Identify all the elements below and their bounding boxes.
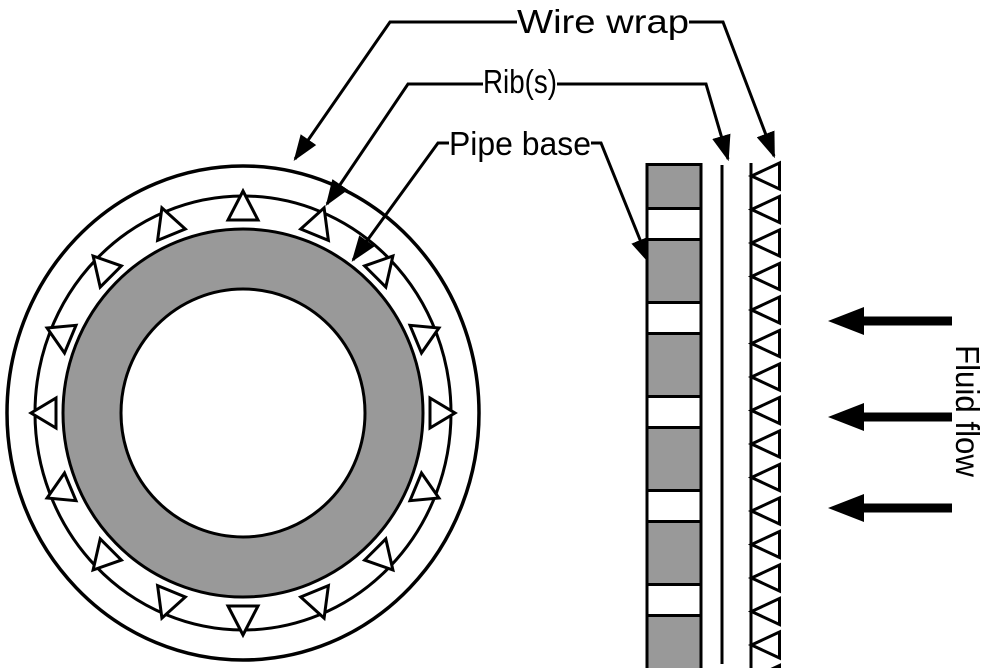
wire-turn-triangle: [747, 361, 781, 393]
leader-pipe-base-right: [591, 141, 651, 265]
pipe-cross-section: [5, 164, 481, 662]
fluid-flow-label: Fluid flow: [949, 345, 986, 477]
rib-triangle: [297, 204, 331, 243]
wire-turn-triangle: [747, 428, 781, 460]
wire-turn-triangle: [770, 663, 781, 668]
wire-turn-triangle: [747, 328, 781, 359]
rib-triangle: [91, 535, 125, 573]
pipe-base-segment: [645, 238, 703, 304]
rib-triangle: [28, 395, 58, 431]
fluid-arrow: [828, 494, 952, 522]
rib-triangle: [44, 469, 79, 503]
pipe-base-label: Pipe base: [449, 125, 591, 162]
fluid-arrow: [828, 403, 952, 431]
fluid-arrow: [828, 307, 952, 335]
rib-triangle: [428, 395, 458, 431]
wire-turn-triangle: [747, 160, 781, 192]
pipe-base-segment: [645, 520, 703, 586]
wire-wrap-outer-ring: [5, 164, 481, 662]
wire-turn-triangle: [747, 395, 781, 426]
leader-wire-wrap-left: [293, 20, 517, 161]
wire-turn-triangle: [747, 495, 781, 527]
rib-triangle: [155, 583, 189, 622]
rib-triangle: [361, 535, 395, 573]
pipe-base-segment: [645, 426, 703, 492]
pipe-base-segment: [645, 332, 703, 398]
rib-triangle: [225, 604, 261, 639]
rib-triangle: [407, 323, 442, 357]
wire-turn-triangle: [747, 294, 781, 326]
pipe-bore: [119, 287, 367, 539]
wire-turn-triangle: [747, 629, 781, 661]
wire-turn-triangle: [747, 261, 781, 292]
leader-ribs-right: [557, 82, 731, 162]
side-view: [645, 160, 781, 668]
wire-turn-triangle: [747, 529, 781, 560]
leader-wire-wrap-right: [689, 20, 776, 159]
rib-triangle: [91, 253, 125, 291]
wire-wrap-column: [747, 160, 781, 668]
wire-turn-triangle: [747, 562, 781, 594]
ribs-label: Rib(s): [483, 63, 557, 100]
leader-pipe-base-left: [351, 141, 449, 262]
rib-triangle: [225, 187, 261, 222]
wire-turn-triangle: [747, 227, 781, 259]
leader-ribs-left: [325, 82, 483, 206]
fluid-arrows: [828, 307, 952, 522]
rib-triangles: [28, 187, 458, 639]
pipe-base-segment: [645, 163, 703, 210]
wire-turn-triangle: [747, 462, 781, 493]
labels-and-leaders: Wire wrap Rib(s) Pipe base: [293, 3, 776, 265]
wire-turn-triangle: [747, 194, 781, 225]
rib-triangle: [155, 204, 189, 243]
rib-triangle: [407, 469, 442, 503]
wire-turn-triangle: [747, 596, 781, 627]
wire-wrap-label: Wire wrap: [517, 3, 689, 40]
rib-triangle: [361, 253, 395, 291]
pipe-base-column: [645, 163, 703, 668]
rib-triangle: [297, 583, 331, 622]
pipe-base-segment: [645, 614, 703, 668]
rib-triangle: [44, 323, 79, 357]
